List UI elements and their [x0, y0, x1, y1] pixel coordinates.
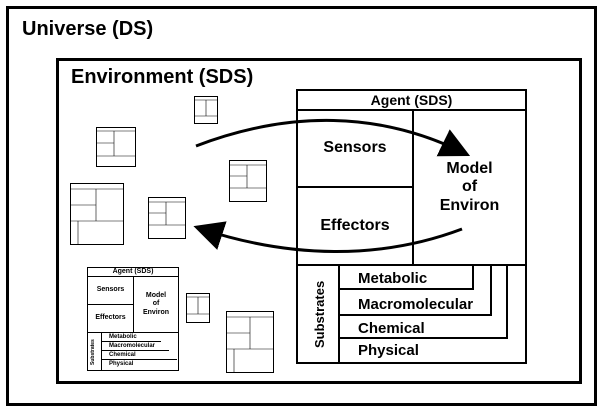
agent-title: Agent (SDS) — [296, 89, 527, 111]
medium-substrate-macromolecular: Macromolecular — [109, 343, 156, 349]
universe-label: Universe (DS) — [22, 18, 154, 40]
substrate-physical: Physical — [358, 342, 419, 359]
medium-agent-title-text: Agent (SDS) — [112, 267, 154, 275]
tiny-agent-2 — [96, 127, 136, 167]
medium-sensors-label: Sensors — [96, 286, 125, 294]
tiny-agent-3 — [229, 160, 267, 202]
tiny-agent-5 — [148, 197, 186, 239]
agent-title-text: Agent (SDS) — [370, 91, 453, 108]
medium-effectors-label: Effectors — [95, 314, 126, 322]
substrate-metabolic: Metabolic — [358, 270, 428, 287]
model-line-1: Model — [446, 159, 493, 177]
model-line-3: Environ — [439, 196, 500, 214]
substrates-block — [296, 266, 527, 364]
effectors-label: Effectors — [320, 216, 390, 234]
substrate-macromolecular: Macromolecular — [358, 296, 474, 313]
environment-label: Environment (SDS) — [71, 66, 254, 88]
tiny-agent-4 — [70, 183, 124, 245]
medium-model-line-2: of — [152, 300, 160, 308]
medium-substrate-physical: Physical — [109, 361, 134, 367]
environment-frame — [56, 58, 582, 384]
tiny-agent-6 — [186, 293, 210, 323]
medium-substrate-lines — [101, 341, 161, 342]
effectors-cell: Effectors — [296, 188, 414, 266]
medium-model-cell: Model of Environ — [133, 277, 179, 333]
sensors-cell: Sensors — [296, 111, 414, 188]
medium-substrate-chemical: Chemical — [109, 352, 136, 358]
medium-substrate-metabolic: Metabolic — [109, 334, 137, 340]
substrate-chemical: Chemical — [358, 320, 425, 337]
agent-medium: Agent (SDS) Sensors Effectors Model of E… — [87, 267, 179, 371]
model-cell: Model of Environ — [412, 111, 527, 266]
medium-agent-title: Agent (SDS) — [87, 267, 179, 277]
medium-substrate-lines-3 — [101, 359, 177, 360]
medium-substrates-label: Substrates — [90, 339, 96, 365]
substrate-box-chemical — [338, 266, 508, 339]
medium-effectors-cell: Effectors — [87, 305, 134, 333]
substrate-box-metabolic — [338, 266, 474, 290]
model-line-2: of — [461, 178, 478, 196]
substrate-box-macromolecular — [338, 266, 492, 316]
tiny-agent-7 — [226, 311, 274, 373]
medium-substrate-lines-2 — [101, 350, 169, 351]
medium-sensors-cell: Sensors — [87, 277, 134, 305]
tiny-agent-1 — [194, 96, 218, 124]
sensors-label: Sensors — [323, 139, 387, 157]
medium-model-line-3: Environ — [142, 308, 170, 316]
substrates-label: Substrates — [312, 280, 327, 348]
medium-substrates-divider — [101, 333, 102, 371]
medium-model-line-1: Model — [145, 292, 167, 300]
agent-main: Agent (SDS) Sensors Effectors Model of E… — [296, 89, 527, 364]
medium-substrates-block — [87, 333, 179, 371]
